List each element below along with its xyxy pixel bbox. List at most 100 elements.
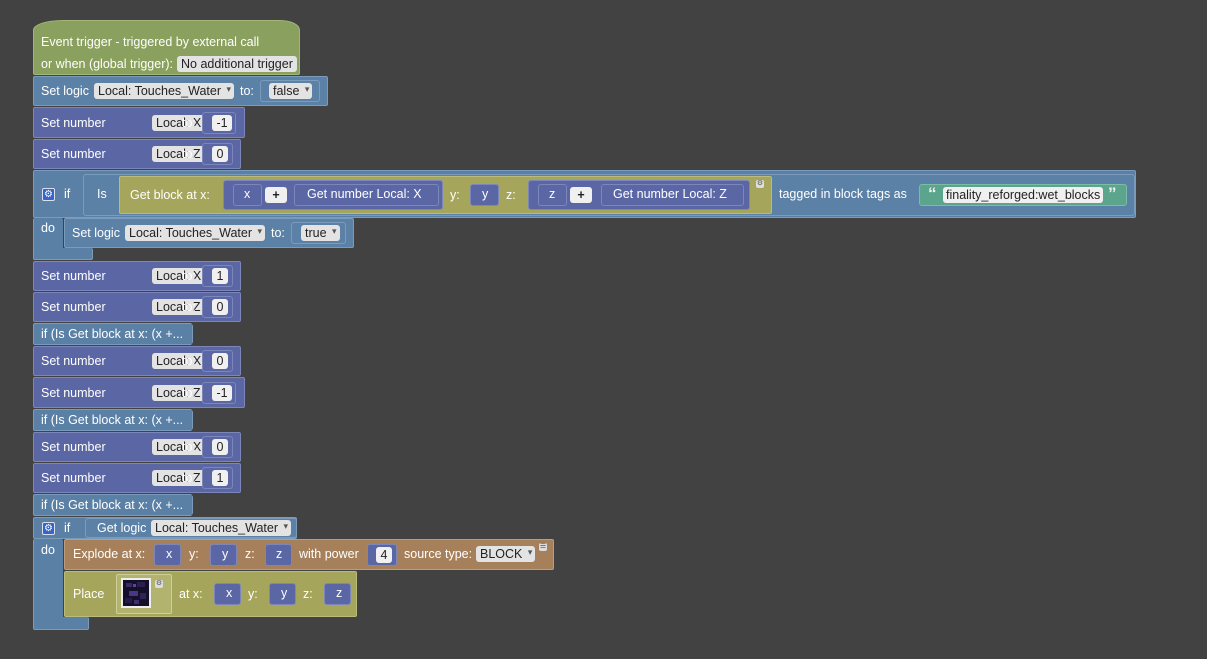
if-block[interactable]: ⚙ if Is Get block at x: ⚙ x + Get number… [33, 170, 1136, 218]
number-field[interactable]: -1 [212, 115, 232, 131]
set-number-block[interactable]: Set number Local: Z to: 1 [33, 463, 241, 493]
get-number-x-block[interactable] [294, 184, 439, 206]
set-number-block[interactable]: Set number Local: X to: -1 [33, 107, 245, 138]
do-label: do [41, 543, 55, 557]
is-label: Is [97, 187, 107, 201]
explode-label: Explode at x: [73, 547, 146, 561]
place-block[interactable]: Place ⚙ at x: x y: y z: z [64, 571, 357, 617]
collapsed-if-block[interactable]: if (Is Get block at x: (x +... [33, 494, 193, 516]
number-field[interactable]: 0 [212, 146, 228, 162]
boolean-dropdown[interactable]: true [301, 223, 340, 241]
tag-field[interactable]: finality_reforged:wet_blocks [943, 187, 1104, 203]
x-variable-block[interactable] [154, 544, 181, 566]
to-label: to: [182, 354, 196, 368]
variable-dropdown[interactable]: Local: Z [152, 383, 214, 401]
to-label: to: [182, 116, 196, 130]
x-variable-label: x [226, 586, 233, 600]
settings-icon[interactable]: ☰ [539, 543, 547, 551]
source-type-label: source type: [404, 547, 473, 561]
set-number-block[interactable]: Set number Local: Z to: 0 [33, 292, 241, 322]
y-label: y: [189, 547, 199, 561]
to-label: to: [182, 471, 196, 485]
z-variable-block[interactable] [538, 184, 567, 206]
variable-dropdown[interactable]: Local: X [152, 113, 215, 131]
z-label: z: [506, 188, 516, 202]
z-variable-block[interactable] [265, 544, 292, 566]
set-logic-label: Set logic [41, 84, 89, 98]
collapsed-if-label: if (Is Get block at x: (x +... [41, 327, 184, 341]
x-variable-block[interactable] [233, 184, 262, 206]
set-logic-block[interactable]: Set logic Local: Touches_Water to: true [64, 218, 354, 248]
if-block[interactable]: ⚙ if Get logic Local: Touches_Water [33, 517, 297, 539]
if-block-footer [33, 248, 93, 260]
x-variable-label: x [244, 187, 251, 201]
number-field[interactable]: 0 [212, 353, 228, 369]
number-field[interactable]: 1 [212, 268, 228, 284]
set-number-block[interactable]: Set number Local: X to: 1 [33, 261, 241, 291]
set-logic-block[interactable]: Set logic Local: Touches_Water to: false [33, 76, 328, 106]
event-trigger-block[interactable]: Event trigger - triggered by external ca… [33, 20, 300, 75]
to-label: to: [182, 440, 196, 454]
y-variable-block[interactable] [470, 184, 499, 206]
variable-dropdown[interactable]: Local: Touches_Water [151, 518, 291, 536]
to-label: to: [182, 269, 196, 283]
set-number-block[interactable]: Set number Local: Z to: 0 [33, 139, 241, 169]
gear-icon[interactable]: ⚙ [42, 188, 55, 201]
to-label: to: [240, 84, 254, 98]
y-variable-label: y [222, 547, 229, 561]
explode-block[interactable]: Explode at x: x y: y z: z with power 4 s… [64, 539, 554, 570]
y-variable-label: y [281, 586, 288, 600]
z-label: z: [245, 547, 255, 561]
set-number-label: Set number [41, 440, 106, 454]
y-variable-block[interactable] [210, 544, 237, 566]
obsidian-block-icon [121, 578, 151, 608]
set-number-label: Set number [41, 354, 106, 368]
variable-dropdown[interactable]: Local: Touches_Water [125, 223, 265, 241]
set-number-block[interactable]: Set number Local: X to: 0 [33, 346, 241, 376]
number-field[interactable]: 0 [212, 299, 228, 315]
variable-dropdown[interactable]: Local: X [152, 437, 215, 455]
to-label: to: [271, 226, 285, 240]
x-variable-block[interactable] [214, 583, 241, 605]
variable-dropdown[interactable]: Local: Touches_Water [94, 81, 234, 99]
y-label: y: [248, 587, 258, 601]
set-logic-label: Set logic [72, 226, 120, 240]
number-field[interactable]: -1 [212, 385, 232, 401]
set-number-label: Set number [41, 269, 106, 283]
to-label: to: [182, 386, 196, 400]
settings-icon[interactable]: ⚙ [756, 180, 764, 188]
y-label: y: [450, 188, 460, 202]
y-variable-block[interactable] [269, 583, 296, 605]
get-number-z-label: Get number Local: Z [613, 187, 727, 201]
operator-dropdown[interactable]: + [265, 187, 287, 203]
obsidian-texture [123, 580, 149, 606]
power-field[interactable]: 4 [376, 547, 392, 563]
get-number-z-block[interactable] [601, 184, 744, 206]
variable-dropdown[interactable]: Local: Z [152, 144, 214, 162]
if-block-footer [33, 617, 89, 630]
variable-dropdown[interactable]: Local: Z [152, 297, 214, 315]
z-label: z: [303, 587, 313, 601]
get-block-label: Get block at x: [130, 188, 210, 202]
get-block-at-block[interactable]: Get block at x: ⚙ x + Get number Local: … [119, 176, 772, 214]
set-number-label: Set number [41, 300, 106, 314]
global-trigger-label: or when (global trigger): [41, 57, 174, 71]
set-number-block[interactable]: Set number Local: Z to: -1 [33, 377, 245, 408]
set-number-label: Set number [41, 386, 106, 400]
settings-icon[interactable]: ⚙ [155, 580, 163, 588]
global-trigger-dropdown[interactable]: No additional trigger [177, 56, 297, 72]
source-type-dropdown[interactable]: BLOCK [476, 544, 536, 562]
quote-open-icon: “ [928, 184, 937, 203]
set-number-block[interactable]: Set number Local: X to: 0 [33, 432, 241, 462]
operator-dropdown[interactable]: + [570, 187, 592, 203]
collapsed-if-block[interactable]: if (Is Get block at x: (x +... [33, 409, 193, 431]
z-variable-block[interactable] [324, 583, 351, 605]
number-field[interactable]: 0 [212, 439, 228, 455]
number-field[interactable]: 1 [212, 470, 228, 486]
collapsed-if-label: if (Is Get block at x: (x +... [41, 498, 184, 512]
get-logic-label: Get logic [97, 521, 147, 535]
boolean-dropdown[interactable]: false [269, 81, 313, 99]
collapsed-if-block[interactable]: if (Is Get block at x: (x +... [33, 323, 193, 345]
gear-icon[interactable]: ⚙ [42, 522, 55, 535]
